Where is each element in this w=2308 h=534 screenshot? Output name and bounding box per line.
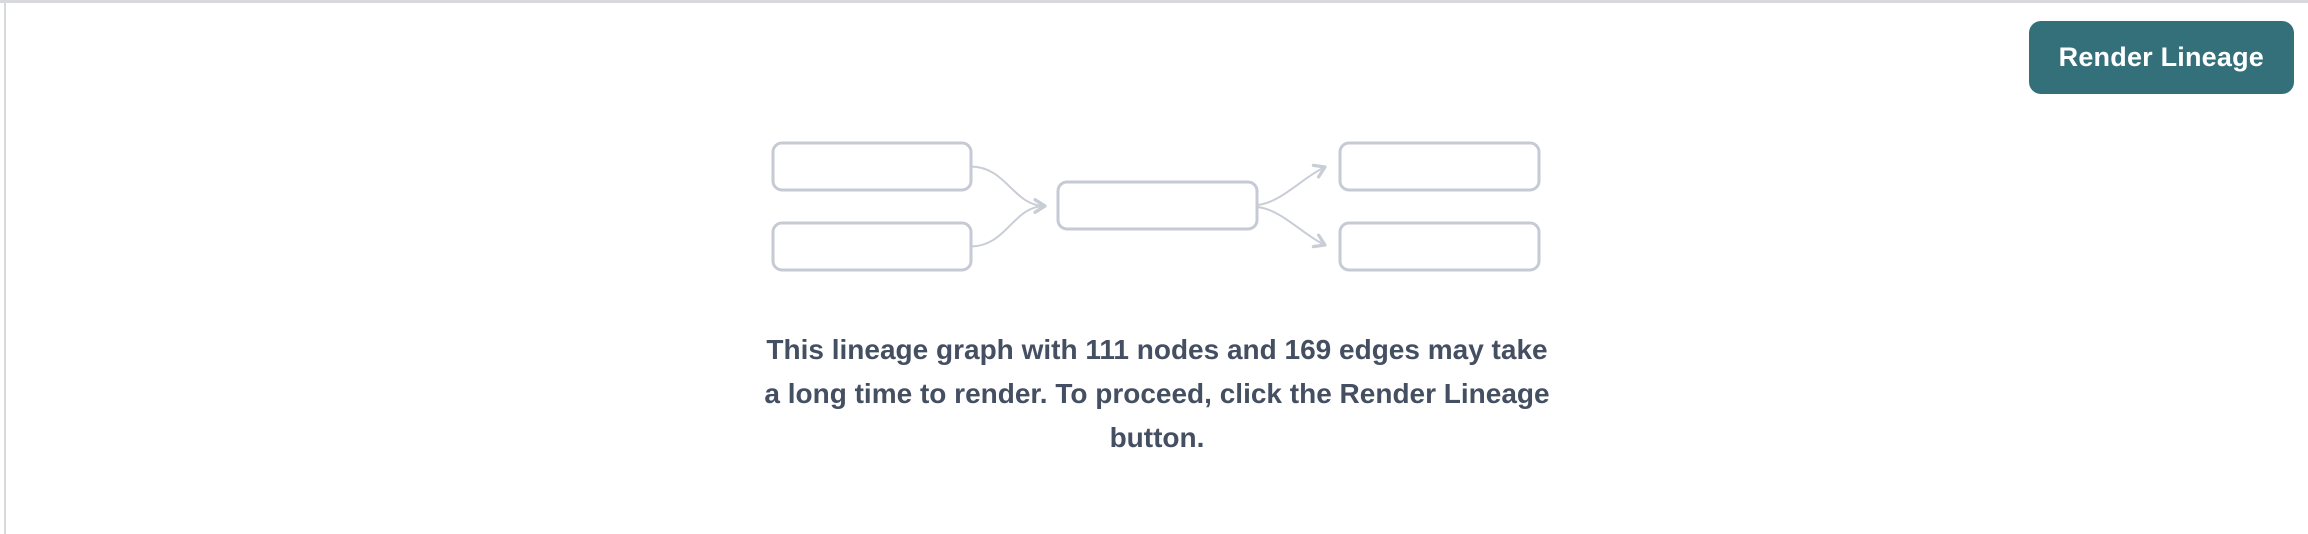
lineage-node-center	[1056, 180, 1259, 231]
lineage-node-source-bottom	[771, 221, 973, 272]
edge-downstream-bottom	[1256, 206, 1327, 249]
render-warning-message: This lineage graph with 111 nodes and 16…	[6, 328, 2308, 460]
lineage-placeholder-stage: This lineage graph with 111 nodes and 16…	[6, 3, 2308, 460]
edge-upstream-bottom	[970, 198, 1047, 248]
render-warning-line: button.	[1109, 422, 1205, 453]
lineage-node-target-bottom	[1338, 221, 1541, 272]
render-warning-line: a long time to render. To proceed, click…	[764, 378, 1550, 409]
lineage-preview-graphic	[771, 141, 1541, 272]
lineage-node-source-top	[771, 141, 973, 192]
render-lineage-button[interactable]: Render Lineage	[2028, 21, 2294, 94]
edge-upstream-top	[970, 165, 1047, 214]
edge-downstream-top	[1256, 163, 1327, 206]
lineage-node-target-top	[1338, 141, 1541, 192]
panel-left-divider	[4, 3, 6, 534]
render-warning-line: This lineage graph with 111 nodes and 16…	[766, 334, 1548, 365]
